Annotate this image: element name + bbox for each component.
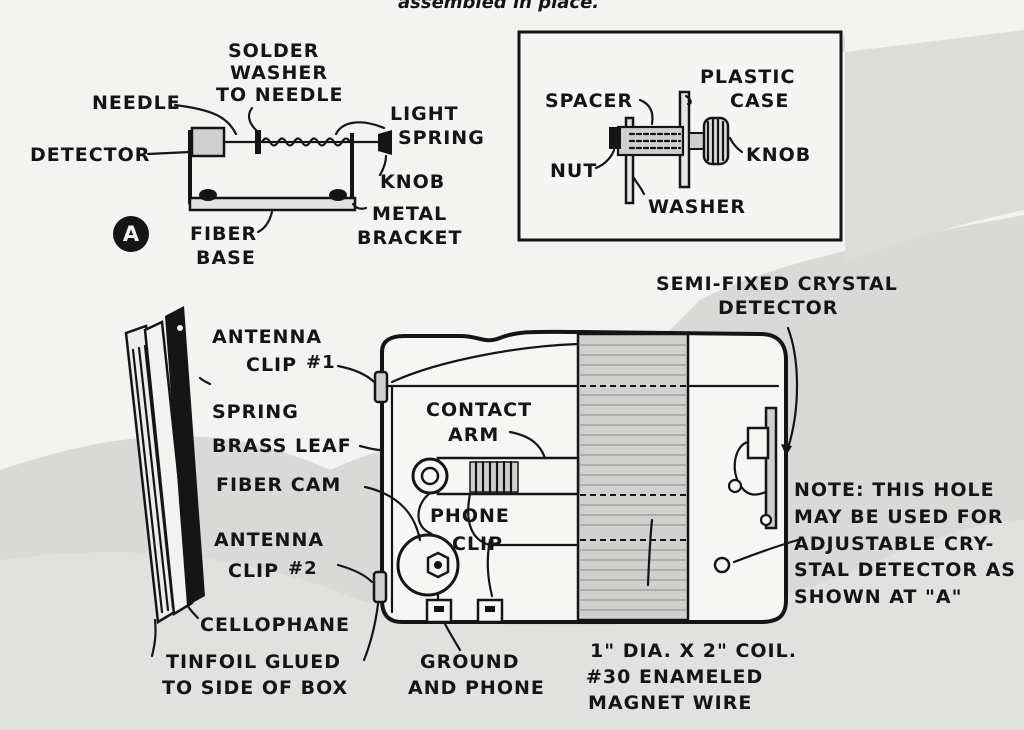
adjustable-hole bbox=[713, 556, 731, 574]
label-coil-1: 1" DIA. X 2" COIL. bbox=[590, 640, 797, 662]
label-phone: PHONE bbox=[430, 505, 510, 527]
coil bbox=[576, 332, 690, 622]
light-spring bbox=[260, 137, 352, 147]
label-to-needle: TO NEEDLE bbox=[216, 84, 343, 106]
label-note-5: SHOWN AT "A" bbox=[794, 586, 963, 608]
label-fiber-cam: FIBER CAM bbox=[216, 474, 341, 496]
label-note-2: MAY BE USED FOR bbox=[794, 506, 1003, 528]
label-detector: DETECTOR bbox=[30, 144, 150, 166]
detail-a-detector bbox=[146, 103, 392, 234]
label-plastic: PLASTIC bbox=[700, 66, 795, 88]
label-metal: METAL bbox=[372, 203, 447, 225]
main-leaders bbox=[150, 326, 800, 662]
label-tinfoil-1: TINFOIL GLUED bbox=[166, 651, 341, 673]
label-note-4: STAL DETECTOR AS bbox=[794, 559, 1016, 581]
label-knob-b: KNOB bbox=[746, 144, 811, 166]
label-bracket: BRACKET bbox=[357, 227, 462, 249]
washer-plate bbox=[624, 116, 635, 205]
label-note-3: ADJUSTABLE CRY- bbox=[794, 533, 994, 555]
label-and-phone: AND PHONE bbox=[408, 677, 545, 699]
label-antenna-2: ANTENNA bbox=[214, 529, 324, 551]
detector-cup bbox=[190, 126, 226, 158]
detail-knob-box bbox=[517, 30, 843, 242]
spring-brass-leaf bbox=[165, 306, 205, 606]
label-arm: ARM bbox=[448, 424, 499, 446]
top-caption: assembled in place. bbox=[398, 0, 599, 13]
label-washer: WASHER bbox=[230, 62, 328, 84]
label-case: CASE bbox=[730, 90, 789, 112]
solder-washer bbox=[255, 130, 261, 154]
antenna-clip-2 bbox=[372, 570, 388, 604]
badge-a-letter: A bbox=[123, 222, 140, 246]
label-washer-b: WASHER bbox=[648, 196, 746, 218]
label-needle: NEEDLE bbox=[92, 92, 181, 114]
label-spring-a: SPRING bbox=[398, 127, 485, 149]
label-semi-fixed-2: DETECTOR bbox=[718, 297, 838, 319]
label-clip-1: CLIP bbox=[246, 354, 297, 376]
label-semi-fixed-1: SEMI-FIXED CRYSTAL bbox=[656, 273, 898, 295]
label-antenna-1: ANTENNA bbox=[212, 326, 322, 348]
label-light: LIGHT bbox=[390, 103, 459, 125]
label-note-1: NOTE: THIS HOLE bbox=[794, 479, 995, 501]
label-brass-leaf: BRASS LEAF bbox=[212, 435, 352, 457]
label-coil-3: MAGNET WIRE bbox=[588, 692, 752, 714]
radio-box bbox=[372, 329, 788, 624]
label-coil-2: #30 ENAMELED bbox=[586, 666, 763, 688]
label-contact: CONTACT bbox=[426, 399, 532, 421]
label-tinfoil-2: TO SIDE OF BOX bbox=[162, 677, 348, 699]
leaf-stack bbox=[124, 306, 205, 625]
label-spring-main: SPRING bbox=[212, 401, 299, 423]
label-nut: NUT bbox=[550, 160, 597, 182]
label-solder: SOLDER bbox=[228, 40, 319, 62]
label-fiber: FIBER bbox=[190, 223, 257, 245]
label-spacer: SPACER bbox=[545, 90, 633, 112]
label-cellophane: CELLOPHANE bbox=[200, 614, 350, 636]
label-base: BASE bbox=[196, 247, 256, 269]
label-clip-2-num: #2 bbox=[288, 558, 318, 579]
label-clip: CLIP bbox=[452, 533, 503, 555]
fiber-base bbox=[188, 196, 357, 212]
knob-a bbox=[378, 130, 392, 155]
label-clip-2: CLIP bbox=[228, 560, 279, 582]
label-knob-a: KNOB bbox=[380, 171, 445, 193]
antenna-clip-1 bbox=[373, 370, 389, 404]
badge-a: A bbox=[113, 216, 149, 252]
label-clip-1-num: #1 bbox=[306, 352, 336, 373]
nut bbox=[609, 127, 621, 149]
label-ground: GROUND bbox=[420, 651, 519, 673]
semi-fixed-detector bbox=[727, 406, 778, 530]
